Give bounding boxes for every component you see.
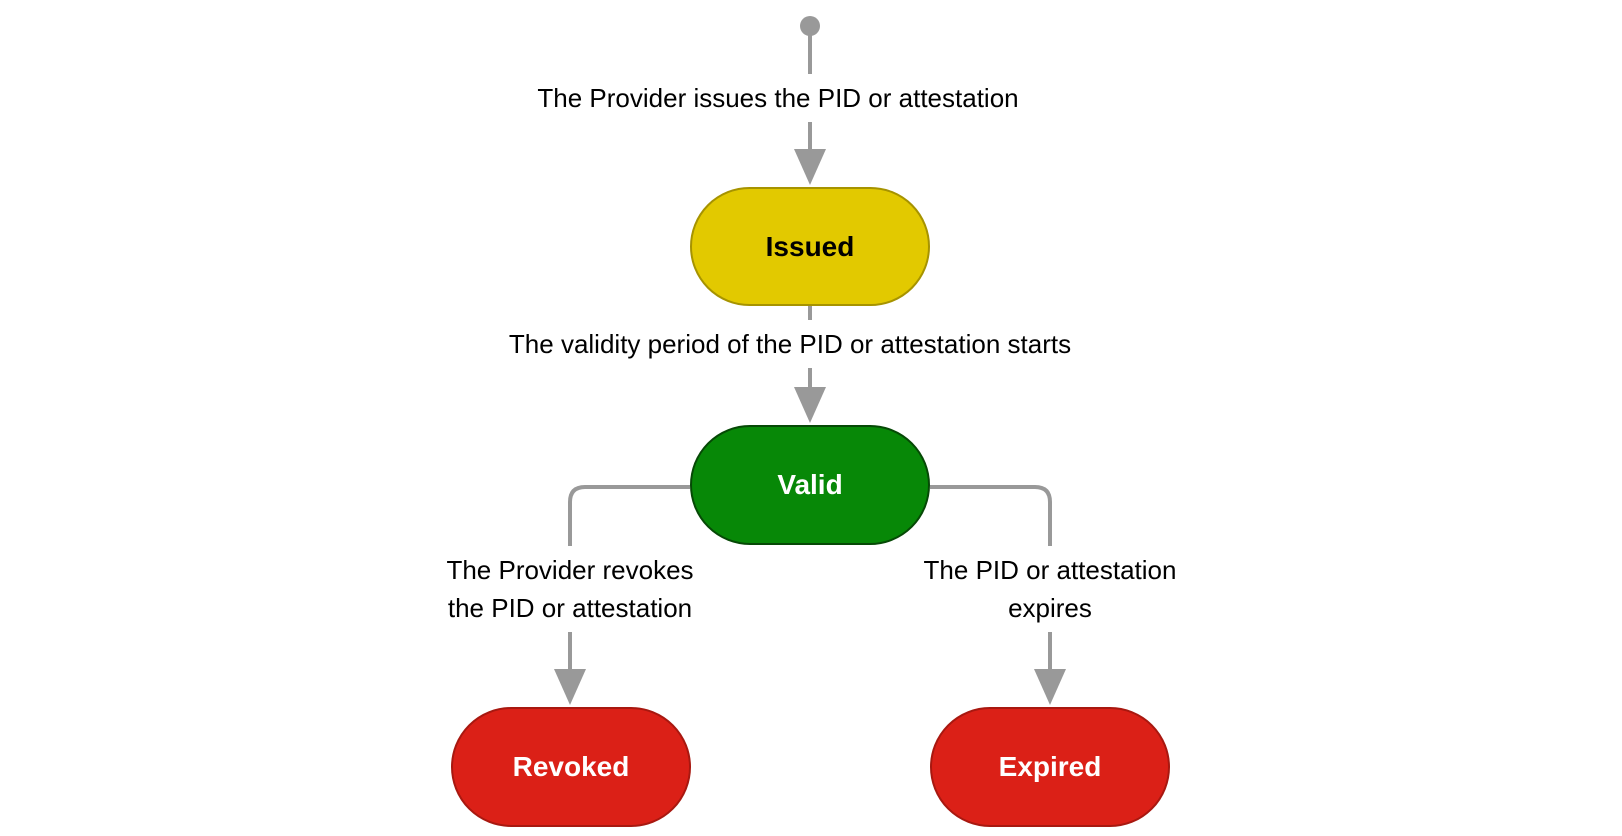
state-node-valid-label: Valid <box>777 469 843 500</box>
arrowhead-revoked <box>554 669 586 705</box>
edge-valid-to-expired <box>930 485 1052 672</box>
arrowhead-issued <box>794 149 826 185</box>
state-node-issued: Issued <box>690 187 930 306</box>
edge-label-revokes-line2: the PID or attestation <box>447 593 693 623</box>
state-node-valid: Valid <box>690 425 930 545</box>
edge-label-issue: The Provider issues the PID or attestati… <box>529 74 1027 122</box>
edge-label-expires: The PID or attestation expires <box>915 546 1185 632</box>
state-node-issued-label: Issued <box>765 230 855 262</box>
edge-label-revokes-line1: The Provider revokes <box>446 555 694 585</box>
edge-label-expires-line2: expires <box>1008 593 1092 623</box>
edge-label-expires-line1: The PID or attestation <box>923 555 1177 585</box>
state-node-revoked: Revoked <box>451 707 691 827</box>
edge-label-revokes: The Provider revokes the PID or attestat… <box>438 546 702 632</box>
edge-valid-to-revoked <box>568 485 690 672</box>
state-node-expired: Expired <box>930 707 1170 827</box>
arrowhead-expired <box>1034 669 1066 705</box>
arrowhead-valid <box>794 387 826 423</box>
state-node-revoked-label: Revoked <box>512 751 630 782</box>
state-node-expired-label: Expired <box>998 751 1102 782</box>
edge-label-validity-starts: The validity period of the PID or attest… <box>500 320 1080 368</box>
